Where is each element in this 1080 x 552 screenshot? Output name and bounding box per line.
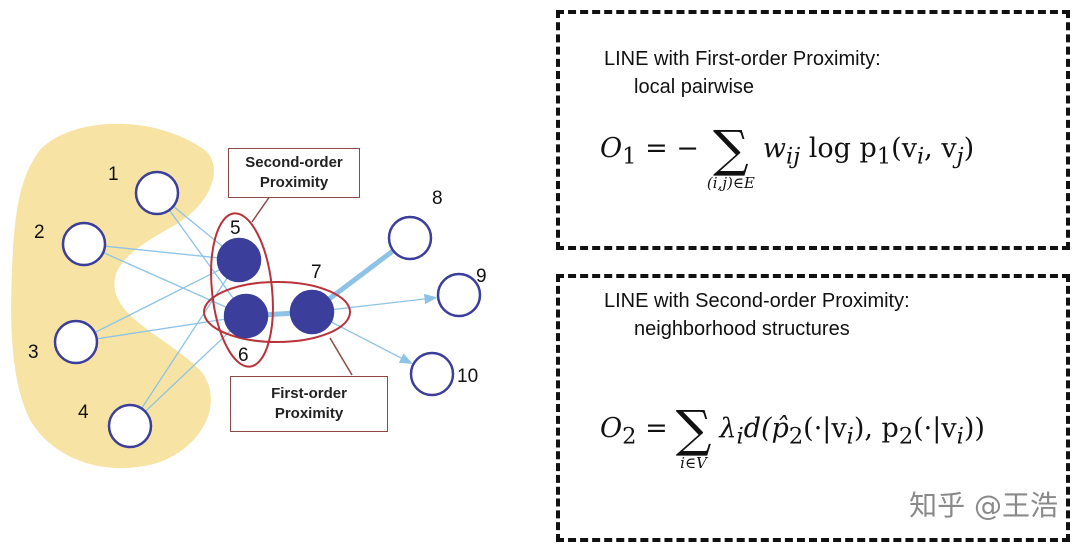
node-1 [134,170,180,216]
first-order-ellipse [203,281,351,343]
node-label-10: 10 [457,366,478,387]
node-4 [107,403,153,449]
node-label-5: 5 [230,218,241,239]
first-order-panel-title: LINE with First-order Proximity: [604,48,881,70]
first-order-panel-subtitle: local pairwise [634,76,755,98]
node-label-8: 8 [432,188,443,209]
first-order-panel: LINE with First-order Proximity: local p… [556,10,1070,250]
edge-7-9 [324,293,438,312]
nodes-layer: 1 2 3 4 5 6 7 8 9 10 [28,164,487,449]
node-9 [436,272,482,318]
second-order-ellipse [210,212,274,368]
node-8 [387,215,433,261]
node-label-1: 1 [108,164,119,185]
network-graph: 1 2 3 4 5 6 7 8 9 10 [11,123,487,469]
node-label-3: 3 [28,342,39,363]
second-order-callout: Second-order Proximity [228,148,360,198]
edge-1-6 [163,202,240,307]
edge-3-5 [86,265,229,337]
edge-7-8 [320,243,402,307]
second-order-panel-subtitle: neighborhood structures [634,318,850,340]
node-label-4: 4 [78,402,89,423]
node-label-7: 7 [311,262,322,283]
second-order-objective-formula: O2 = ∑ i∈V λid(p̂2(·|vi), p2(·|vi)) [600,400,985,472]
node-3 [53,319,99,365]
edge-2-5 [96,244,227,260]
node-label-9: 9 [476,266,487,287]
second-order-leader [251,195,271,223]
second-order-panel-title: LINE with Second-order Proximity: [604,290,910,312]
edge-1-5 [166,200,230,253]
node-5 [216,237,262,283]
node-10 [409,351,455,397]
node-label-2: 2 [34,222,45,243]
node-2 [61,221,107,267]
first-order-leader [329,337,353,376]
edge-3-6 [88,317,234,341]
edge-7-10 [322,317,413,365]
node-7 [289,289,335,335]
node-6 [223,293,269,339]
edge-4-6 [138,324,238,418]
edge-2-6 [95,248,235,312]
first-order-callout: First-order Proximity [230,376,388,432]
node-label-6: 6 [238,345,249,366]
second-order-panel: LINE with Second-order Proximity: neighb… [556,274,1070,542]
zhihu-watermark: 知乎 @王浩 [909,489,1058,522]
first-order-objective-formula: O1 = − ∑ (i,j)∈E wij log p1(vi, vj) [600,120,975,192]
